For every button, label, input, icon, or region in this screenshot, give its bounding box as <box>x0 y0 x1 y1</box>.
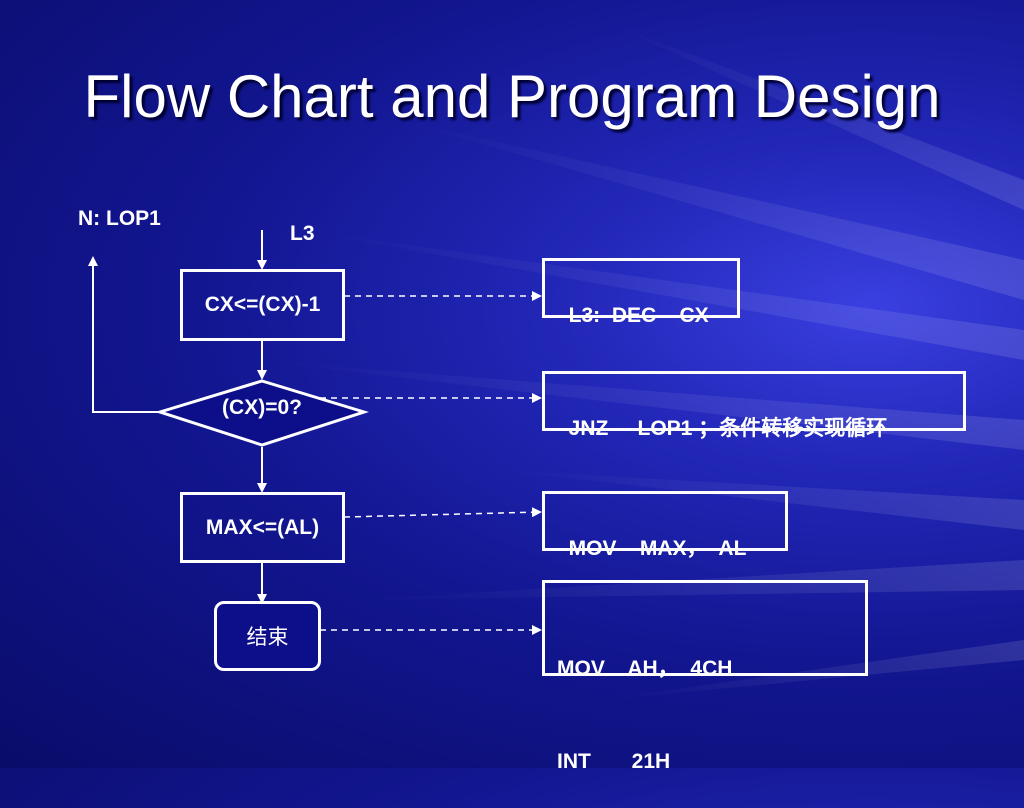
end-terminal: 结束 <box>214 601 321 671</box>
code-box-exit-line1: MOV AH， 4CH <box>557 657 733 680</box>
loop-label: N: LOP1 <box>78 207 161 230</box>
entry-label: L3 <box>290 222 315 245</box>
decision-text: (CX)=0? <box>222 396 302 419</box>
process-box-decrement: CX<=(CX)-1 <box>180 269 345 341</box>
code-box-exit-line2: INT 21H <box>557 750 671 773</box>
end-terminal-text: 结束 <box>246 625 289 649</box>
dashed-link-3 <box>343 507 542 518</box>
flowchart-connectors <box>88 256 542 635</box>
process-box-assign-max-text: MAX<=(AL) <box>205 515 320 539</box>
code-box-mov-max-text: MOV MAX， AL <box>568 537 747 560</box>
code-box-mov-max: MOV MAX， AL <box>542 491 788 560</box>
code-box-jnz: JNZ LOP1 ；条件转移实现循环 <box>542 371 966 440</box>
process-box-assign-max: MAX<=(AL) <box>180 492 345 563</box>
code-box-jnz-text: JNZ LOP1 ；条件转移实现循环 <box>568 417 888 440</box>
code-box-exit: MOV AH， 4CH INT 21H <box>542 580 868 773</box>
loop-back-arrow <box>88 256 160 413</box>
code-box-dec-text: L3: DEC CX <box>568 304 709 327</box>
slide-title: Flow Chart and Program Design <box>83 63 941 130</box>
code-box-dec: L3: DEC CX <box>542 258 740 327</box>
process-box-decrement-text: CX<=(CX)-1 <box>204 293 321 316</box>
decision-diamond <box>154 379 370 447</box>
